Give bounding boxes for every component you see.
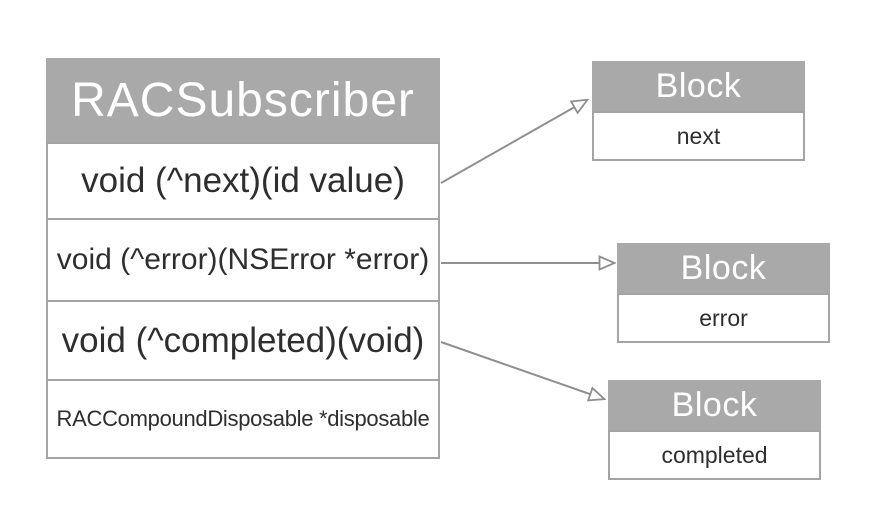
connector-completed-line xyxy=(440,341,604,399)
class-row-error: void (^error)(NSError *error) xyxy=(46,218,440,302)
class-row-completed: void (^completed)(void) xyxy=(46,300,440,381)
connector-next-line xyxy=(440,100,587,184)
class-row-disposable: RACCompoundDisposable *disposable xyxy=(46,379,440,459)
block-completed-box: Block completed xyxy=(608,380,821,480)
class-row-next: void (^next)(id value) xyxy=(46,142,440,220)
block-error-label: error xyxy=(617,293,830,343)
block-completed-title: Block xyxy=(608,380,821,430)
racsubscriber-class-box: RACSubscriber void (^next)(id value) voi… xyxy=(46,58,440,459)
block-next-title: Block xyxy=(592,61,805,111)
class-title: RACSubscriber xyxy=(46,58,440,142)
block-next-box: Block next xyxy=(592,61,805,161)
block-error-box: Block error xyxy=(617,243,830,343)
block-error-title: Block xyxy=(617,243,830,293)
block-next-label: next xyxy=(592,111,805,161)
block-completed-label: completed xyxy=(608,430,821,480)
